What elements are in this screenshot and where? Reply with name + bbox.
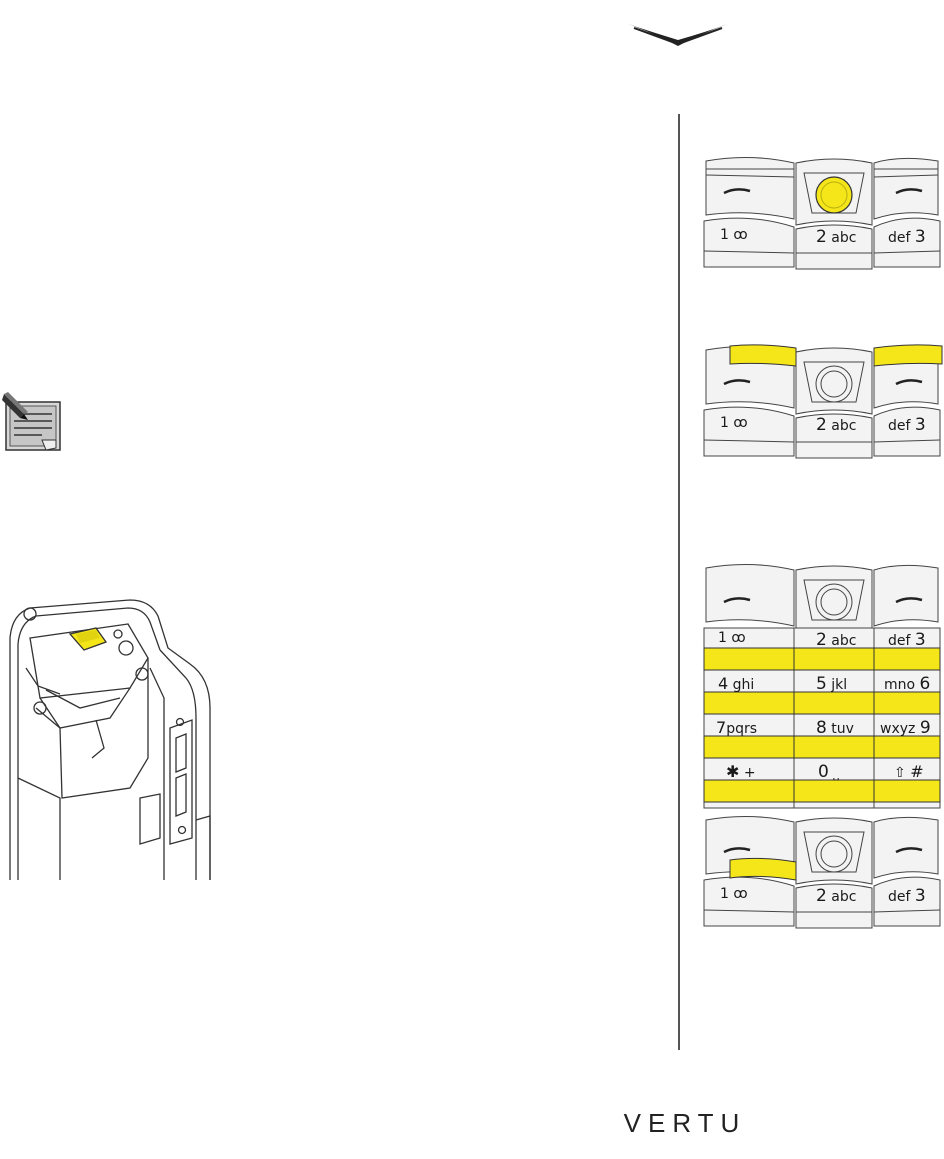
key-4[interactable]: 4 ghi: [718, 674, 754, 693]
nav-row1: 1 ꝏ 2 abc def 3: [704, 227, 940, 247]
column-divider: [678, 114, 680, 1050]
key-star[interactable]: ✱ +: [726, 762, 756, 781]
vertu-v-logo-icon: [626, 20, 730, 50]
key-5[interactable]: 5 jkl: [816, 674, 847, 694]
note-pad-icon: [2, 392, 64, 454]
keypad-softkeys-highlight: [700, 344, 944, 462]
key-2[interactable]: 2 abc: [816, 227, 856, 247]
phone-side-illustration: [0, 598, 212, 880]
key-hash[interactable]: ⇧ #: [894, 762, 924, 781]
key-7[interactable]: 7pqrs: [716, 718, 757, 737]
key-2[interactable]: 2 abc: [816, 886, 856, 906]
key-0[interactable]: 0 ⎵: [818, 762, 839, 782]
key-8[interactable]: 8 tuv: [816, 718, 854, 738]
keypad-left-softkey-highlight: [700, 814, 944, 932]
full-keypad-labels: 1 ꝏ 2 abc def 3 4 ghi 5 jkl mno 6 7pqrs …: [704, 630, 940, 810]
key-1[interactable]: 1 ꝏ: [720, 415, 748, 431]
softkeys-row1: 1 ꝏ 2 abc def 3: [704, 415, 940, 435]
key-3[interactable]: def 3: [888, 227, 926, 247]
key-3[interactable]: def 3: [888, 630, 926, 650]
leftsoft-row1: 1 ꝏ 2 abc def 3: [704, 886, 940, 906]
key-1[interactable]: 1 ꝏ: [718, 630, 746, 646]
vertu-wordmark: VERTU: [560, 1108, 810, 1139]
key-3[interactable]: def 3: [888, 886, 926, 906]
key-1[interactable]: 1 ꝏ: [720, 227, 748, 243]
key-2[interactable]: 2 abc: [816, 630, 856, 650]
key-6[interactable]: mno 6: [884, 674, 930, 694]
key-2[interactable]: 2 abc: [816, 415, 856, 435]
keypad-nav-highlight: [700, 155, 944, 273]
key-1[interactable]: 1 ꝏ: [720, 886, 748, 902]
key-9[interactable]: wxyz 9: [880, 718, 931, 738]
key-3[interactable]: def 3: [888, 415, 926, 435]
